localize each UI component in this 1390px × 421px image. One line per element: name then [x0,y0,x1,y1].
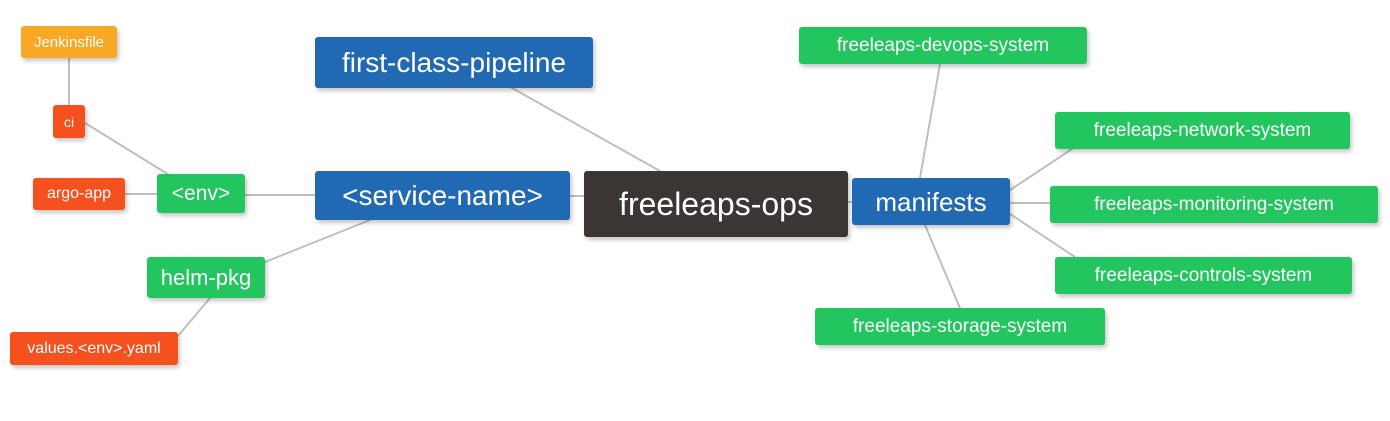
node-manifests[interactable]: manifests [852,178,1010,225]
node-label-jenkinsfile: Jenkinsfile [33,33,105,51]
node-first-class-pipeline[interactable]: first-class-pipeline [315,37,593,88]
edge-values-yaml-to-helm-pkg [177,297,211,337]
node-label-service-name: <service-name> [342,179,543,211]
node-freeleaps-devops-system[interactable]: freeleaps-devops-system [799,27,1087,64]
edge-helm-pkg-to-service-name [264,219,371,263]
node-label-freeleaps-devops-system: freeleaps-devops-system [836,35,1050,56]
node-values-yaml[interactable]: values.<env>.yaml [10,332,178,365]
edge-manifests-to-freeleaps-storage-system [924,224,961,309]
node-argo-app[interactable]: argo-app [33,178,125,210]
edge-first-class-pipeline-to-freeleaps-ops [511,87,661,172]
edge-manifests-to-freeleaps-network-system [1009,148,1073,191]
node-service-name[interactable]: <service-name> [315,171,570,220]
node-label-freeleaps-ops: freeleaps-ops [619,186,813,222]
node-jenkinsfile[interactable]: Jenkinsfile [21,26,117,58]
node-freeleaps-storage-system[interactable]: freeleaps-storage-system [815,308,1105,345]
edge-manifests-to-freeleaps-devops-system [919,63,941,179]
node-label-manifests: manifests [875,186,987,217]
node-label-values-yaml: values.<env>.yaml [27,339,161,357]
node-env[interactable]: <env> [157,174,245,213]
node-label-env: <env> [171,182,231,205]
node-label-freeleaps-network-system: freeleaps-network-system [1093,120,1312,141]
node-freeleaps-network-system[interactable]: freeleaps-network-system [1055,112,1350,149]
node-label-freeleaps-storage-system: freeleaps-storage-system [852,316,1068,337]
node-label-first-class-pipeline: first-class-pipeline [341,46,567,78]
node-label-freeleaps-monitoring-system: freeleaps-monitoring-system [1094,194,1334,215]
node-label-freeleaps-controls-system: freeleaps-controls-system [1094,265,1313,286]
node-label-ci: ci [63,113,75,130]
node-label-helm-pkg: helm-pkg [160,264,252,290]
node-freeleaps-ops[interactable]: freeleaps-ops [584,171,848,237]
node-label-argo-app: argo-app [46,185,112,202]
node-freeleaps-controls-system[interactable]: freeleaps-controls-system [1055,257,1352,294]
node-freeleaps-monitoring-system[interactable]: freeleaps-monitoring-system [1050,186,1378,223]
node-ci[interactable]: ci [53,105,85,138]
node-helm-pkg[interactable]: helm-pkg [147,257,265,298]
